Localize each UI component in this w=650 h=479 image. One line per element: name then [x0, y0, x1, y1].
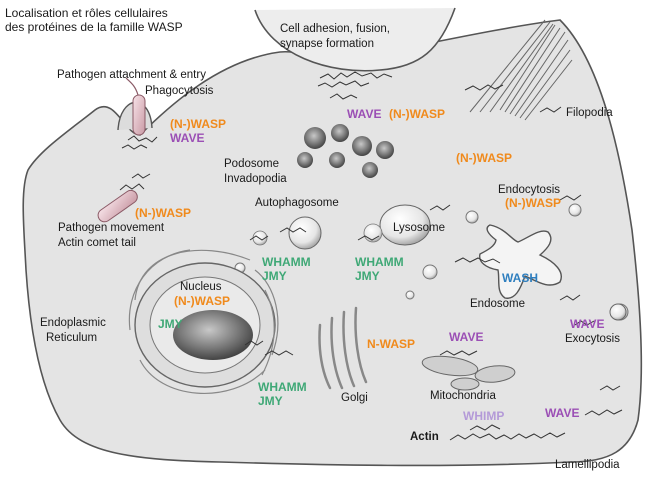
bacterium-movement	[97, 189, 138, 223]
label-synapse-formation: synapse formation	[280, 38, 374, 50]
label-actin: Actin	[410, 431, 439, 443]
protein-wave-mitochondria: WAVE	[449, 330, 484, 344]
protein-wave-lamellipodia: WAVE	[545, 406, 580, 420]
podosome-cluster	[297, 124, 394, 178]
label-lamellipodia: Lamellipodia	[555, 459, 620, 471]
protein-whamm-lysosome: WHAMM	[355, 255, 404, 269]
protein-wave-exocytosis: WAVE	[570, 317, 605, 331]
label-phagocytosis: Phagocytosis	[145, 85, 214, 97]
protein-nwasp-nucleus: (N-)WASP	[174, 294, 230, 308]
protein-wash: WASH	[502, 271, 538, 285]
protein-nwasp-golgi: N-WASP	[367, 337, 415, 351]
label-mitochondria: Mitochondria	[430, 390, 496, 402]
lysosome	[379, 204, 431, 246]
mitochondria	[421, 355, 516, 391]
protein-whamm-golgi: WHAMM	[258, 380, 307, 394]
label-er-line1: Endoplasmic	[40, 317, 106, 329]
label-autophagosome: Autophagosome	[255, 197, 339, 209]
label-actin-comet-tail: Actin comet tail	[58, 237, 136, 249]
label-nucleus: Nucleus	[180, 281, 222, 293]
golgi-apparatus	[318, 306, 368, 390]
protein-wave-top: WAVE	[347, 107, 382, 121]
label-endocytosis: Endocytosis	[498, 184, 561, 196]
cell-adhesion-cup	[254, 7, 456, 72]
actin-meshes	[119, 71, 623, 441]
label-er-line2: Reticulum	[46, 332, 98, 344]
endoplasmic-reticulum	[128, 249, 279, 394]
protein-jmy-autophagosome: JMY	[262, 269, 287, 283]
protein-nwasp-pathogen: (N-)WASP	[135, 206, 191, 220]
protein-whimp: WHIMP	[463, 409, 505, 423]
nucleus	[134, 262, 276, 388]
protein-nwasp-phagocytosis: (N-)WASP	[170, 117, 226, 131]
protein-wave-phagocytosis: WAVE	[170, 131, 205, 145]
filopodia-bundle	[469, 19, 573, 121]
label-golgi: Golgi	[341, 392, 368, 404]
diagram-title-line1: Localisation et rôles cellulaires	[5, 6, 168, 20]
label-invadopodia: Invadopodia	[224, 173, 287, 185]
label-cell-adhesion: Cell adhesion, fusion,	[280, 23, 390, 35]
protein-nwasp-top: (N-)WASP	[389, 107, 445, 121]
label-podosome: Podosome	[224, 158, 279, 170]
bacterium-entry	[132, 94, 146, 136]
label-pathogen-attachment: Pathogen attachment & entry	[57, 69, 206, 81]
protein-jmy-lysosome: JMY	[355, 269, 380, 283]
label-lysosome: Lysosome	[393, 222, 445, 234]
protein-nwasp-filopodia: (N-)WASP	[456, 151, 512, 165]
diagram-title-line2: des protéines de la famille WASP	[5, 20, 183, 34]
protein-nwasp-endocytosis: (N-)WASP	[505, 196, 561, 210]
protein-whamm-autophagosome: WHAMM	[262, 255, 311, 269]
protein-jmy-golgi: JMY	[258, 394, 283, 408]
endosome	[479, 224, 562, 299]
label-exocytosis: Exocytosis	[565, 333, 620, 345]
exocytosis-vesicle	[609, 303, 627, 321]
protein-jmy-nucleus: JMY	[158, 317, 183, 331]
autophagosome	[288, 216, 322, 250]
label-endosome: Endosome	[470, 298, 525, 310]
label-pathogen-movement: Pathogen movement	[58, 222, 165, 234]
label-filopodia: Filopodia	[566, 107, 613, 119]
